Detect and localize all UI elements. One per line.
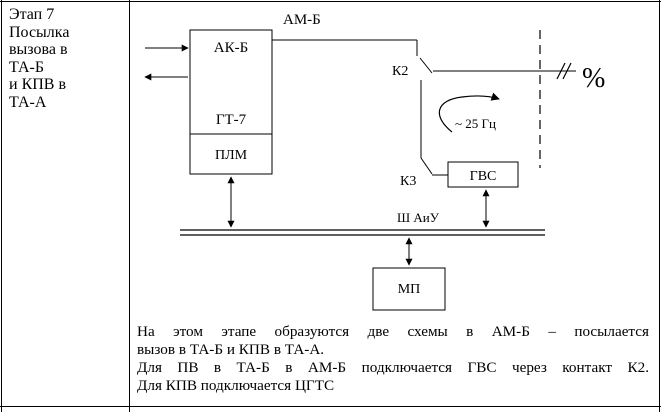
line-end-symbol: % (582, 63, 605, 94)
ak-block-label: АК-Б (214, 40, 248, 56)
stage-line: Посылка (9, 23, 70, 41)
frequency-label: ~ 25 Гц (455, 116, 496, 131)
k3-contact (420, 80, 448, 176)
stage-line: ТА-А (9, 93, 47, 111)
plm-block-label: ПЛМ (215, 148, 248, 163)
description-text: На этом этапе образуются две схемы в АМ-… (137, 323, 649, 395)
stage-line: Этап 7 (9, 6, 55, 23)
k2-label: К2 (392, 64, 408, 79)
station-label: АМ-Б (283, 12, 321, 28)
description-line: Для ПВ в ТА-Б в АМ-Б подключается ГВС че… (137, 359, 649, 376)
mp-block-label: МП (398, 282, 421, 297)
bus-label: Ш АиУ (397, 210, 440, 225)
gt-block-label: ГТ-7 (216, 112, 247, 128)
stage-cell: Этап 7 Посылка вызова в ТА-Б и КПВ в ТА-… (9, 6, 129, 111)
stage-line: вызова в (9, 41, 68, 58)
description-line: вызов в ТА-Б и КПВ в ТА-А. (137, 341, 325, 358)
plm-block (189, 133, 273, 175)
stage-line: и КПВ в (9, 76, 67, 93)
gvs-block (447, 161, 519, 188)
k2-contact (272, 39, 576, 74)
description-line: Для КПВ подключается ЦГТС (137, 377, 335, 394)
control-bus (180, 229, 545, 236)
gvs-block-label: ГВС (470, 169, 497, 184)
description-line: На этом этапе образуются две схемы в АМ-… (137, 323, 649, 340)
mp-block (372, 267, 446, 311)
line-break-slashes (556, 62, 572, 80)
ringing-signal-icon (438, 92, 500, 133)
stage-line: ТА-Б (9, 58, 45, 76)
k3-label: К3 (400, 174, 416, 189)
